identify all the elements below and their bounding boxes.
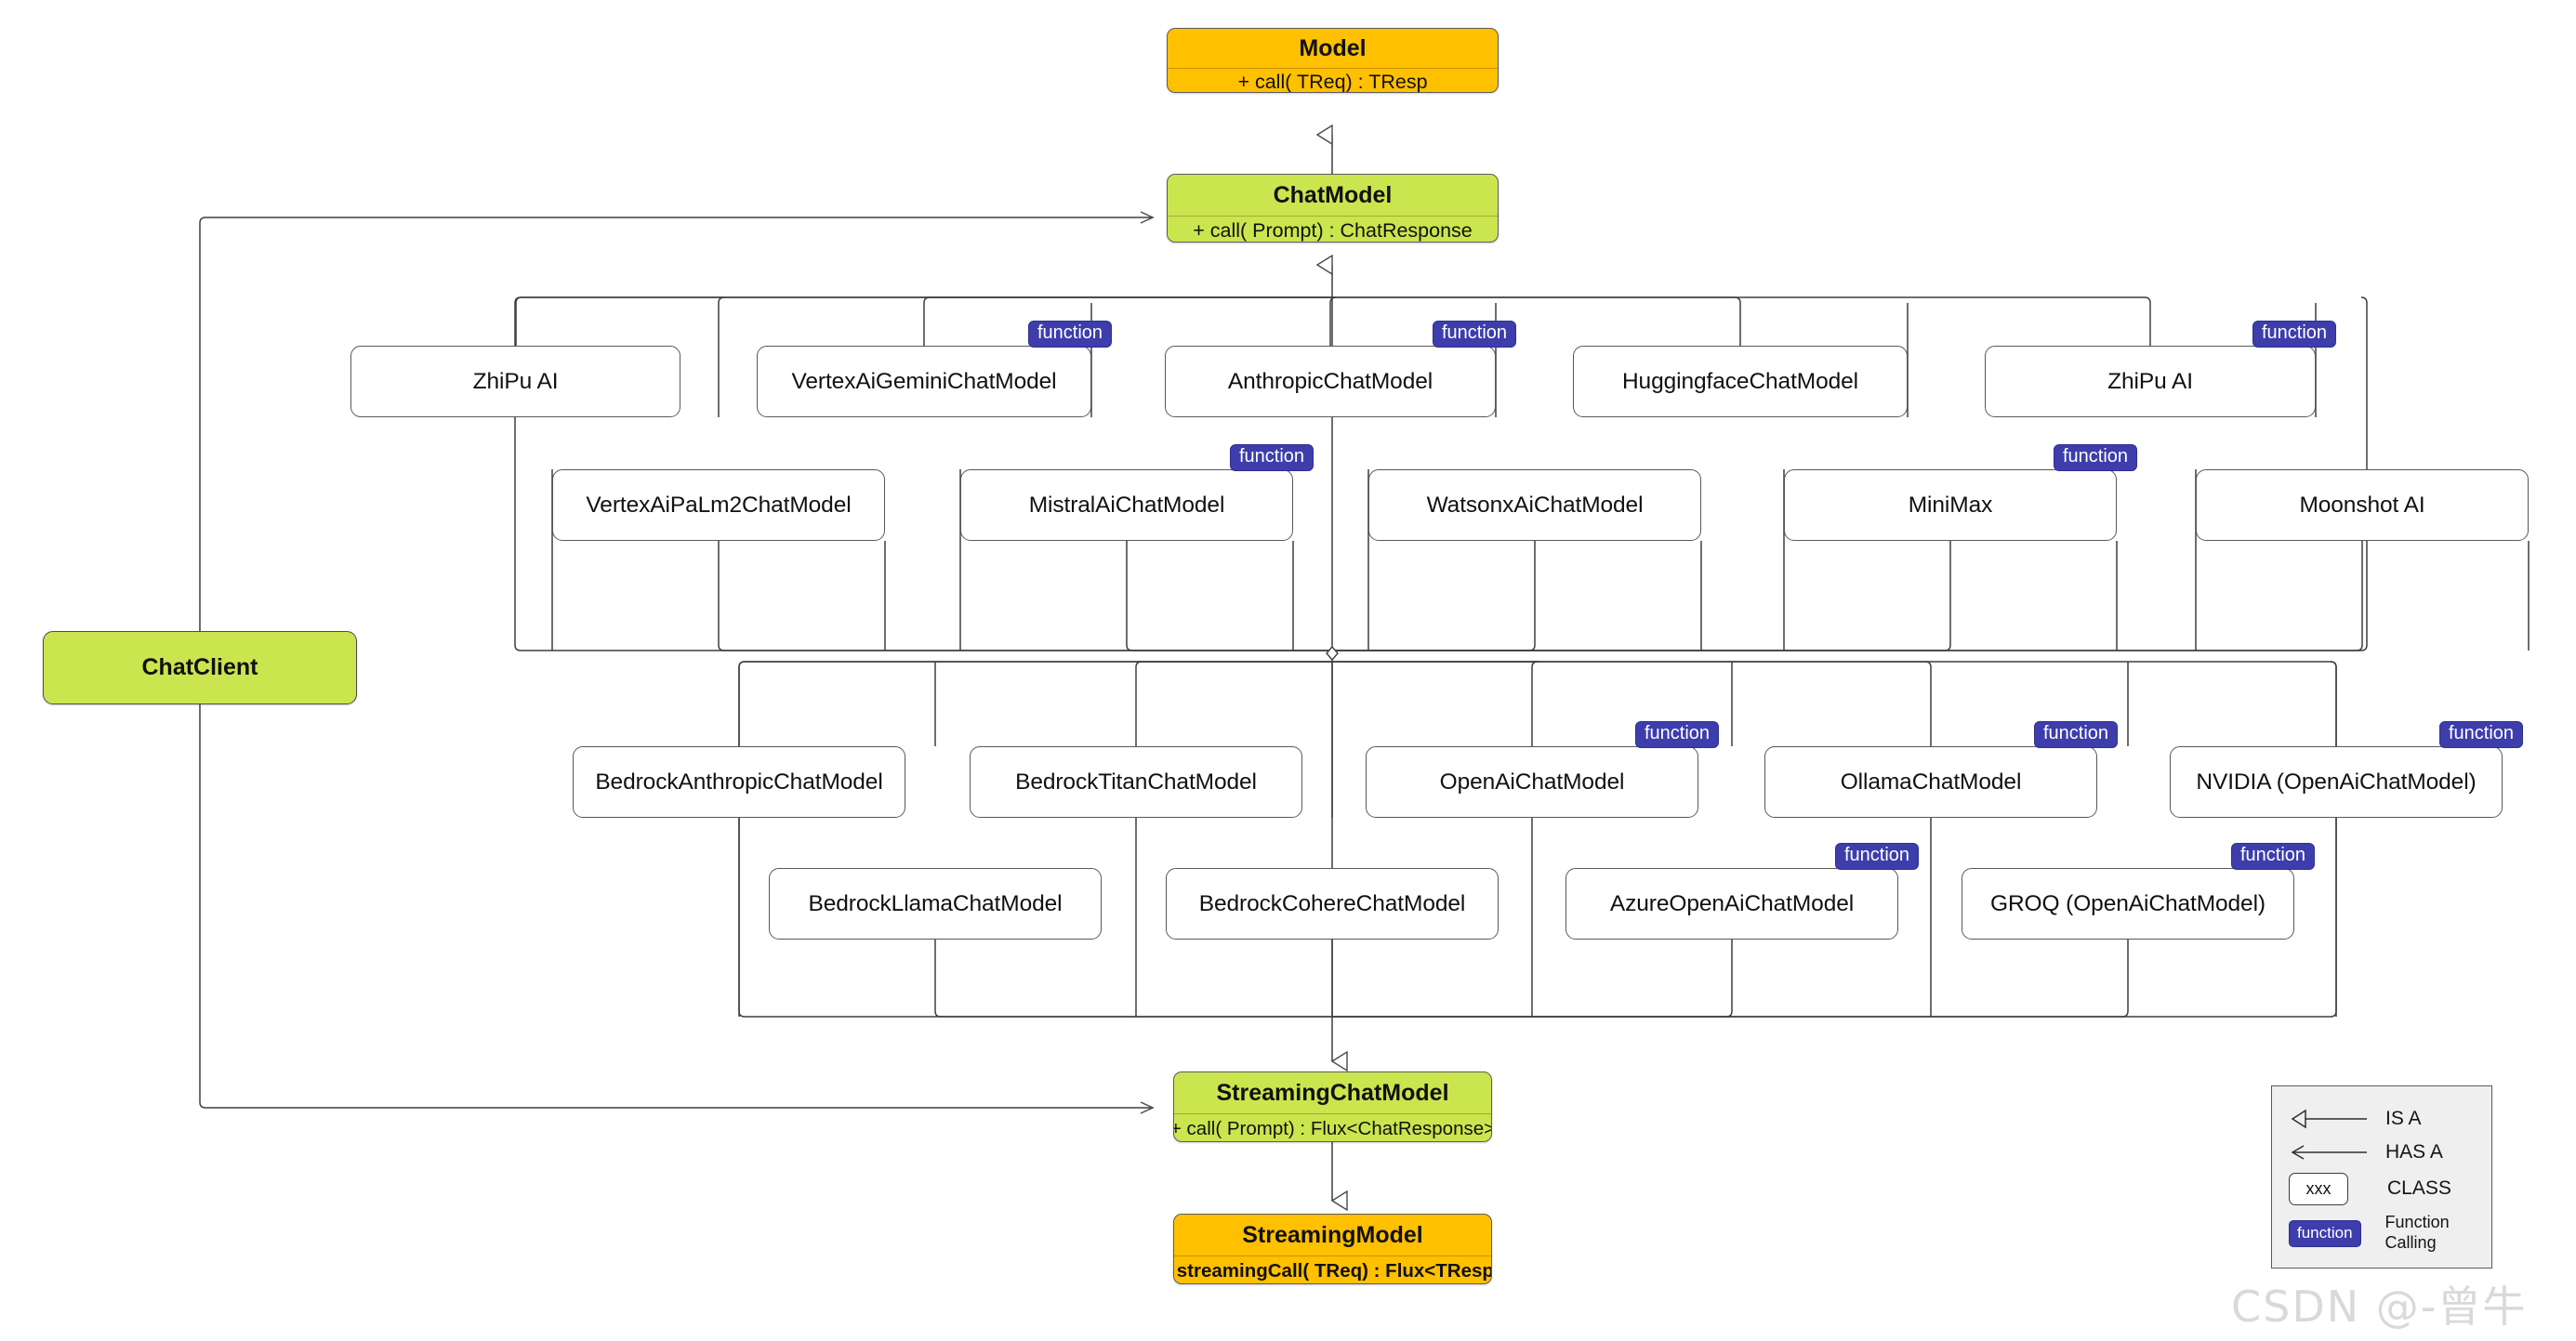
function-calling-badge: function	[2054, 444, 2138, 471]
function-calling-badge: function	[2439, 721, 2524, 748]
impl-node-chatmodel-1[interactable]: VertexAiGeminiChatModel	[757, 346, 1091, 417]
impl-node-label: Moonshot AI	[2299, 492, 2425, 518]
function-calling-badge: function	[1635, 721, 1720, 748]
csdn-watermark: CSDN @-曾牛	[2231, 1282, 2528, 1332]
impl-node-label: HuggingfaceChatModel	[1621, 368, 1859, 394]
function-calling-badge: function	[2252, 321, 2337, 348]
impl-node-label: WatsonxAiChatModel	[1426, 492, 1644, 518]
impl-node-chatmodel-6[interactable]: MistralAiChatModel	[960, 469, 1293, 541]
legend-row-function: function Function Calling	[2289, 1213, 2490, 1252]
impl-node-label: MiniMax	[1908, 492, 1993, 518]
connector-junction	[1326, 645, 1339, 662]
legend-panel: IS A HAS A xxx CLASS function Function C…	[2271, 1085, 2492, 1269]
uml-class-streamingmodel[interactable]: StreamingModel + streamingCall( TReq) : …	[1173, 1214, 1492, 1284]
model-title: Model	[1299, 34, 1367, 61]
impl-node-label: BedrockCohereChatModel	[1198, 890, 1466, 916]
chatclient-label: ChatClient	[141, 654, 258, 680]
impl-node-streamingchatmodel-6[interactable]: BedrockCohereChatModel	[1166, 868, 1499, 940]
impl-node-chatmodel-3[interactable]: HuggingfaceChatModel	[1573, 346, 1908, 417]
impl-node-label: MistralAiChatModel	[1028, 492, 1225, 518]
impl-node-streamingchatmodel-0[interactable]: BedrockAnthropicChatModel	[573, 746, 905, 818]
impl-node-label: ZhiPu AI	[2107, 368, 2193, 394]
impl-node-streamingchatmodel-8[interactable]: GROQ (OpenAiChatModel)	[1962, 868, 2294, 940]
uml-class-chatmodel[interactable]: ChatModel + call( Prompt) : ChatResponse	[1167, 174, 1499, 243]
model-method: + call( TReq) : TResp	[1168, 68, 1498, 92]
impl-node-label: AnthropicChatModel	[1227, 368, 1433, 394]
legend-class-sample-label: xxx	[2305, 1178, 2332, 1198]
uml-class-model[interactable]: Model + call( TReq) : TResp	[1167, 28, 1499, 93]
uml-class-streamingchatmodel[interactable]: StreamingChatModel + call( Prompt) : Flu…	[1173, 1071, 1492, 1142]
impl-node-streamingchatmodel-4[interactable]: NVIDIA (OpenAiChatModel)	[2170, 746, 2503, 818]
legend-has-a-label: HAS A	[2385, 1141, 2443, 1163]
legend-function-badge: function	[2289, 1219, 2361, 1247]
impl-node-chatmodel-4[interactable]: ZhiPu AI	[1985, 346, 2316, 417]
function-calling-badge: function	[2034, 721, 2119, 748]
impl-node-chatmodel-5[interactable]: VertexAiPaLm2ChatModel	[552, 469, 885, 541]
impl-node-streamingchatmodel-5[interactable]: BedrockLlamaChatModel	[769, 868, 1102, 940]
impl-node-chatmodel-7[interactable]: WatsonxAiChatModel	[1368, 469, 1701, 541]
impl-node-label: ZhiPu AI	[472, 368, 559, 394]
impl-node-label: OllamaChatModel	[1840, 769, 2022, 795]
impl-node-chatmodel-8[interactable]: MiniMax	[1784, 469, 2117, 541]
function-calling-badge: function	[1835, 843, 1920, 870]
impl-node-label: BedrockAnthropicChatModel	[595, 769, 883, 795]
streamingmodel-method: + streamingCall( TReq) : Flux<TResp>	[1174, 1256, 1491, 1283]
impl-node-streamingchatmodel-2[interactable]: OpenAiChatModel	[1366, 746, 1698, 818]
chatmodel-title: ChatModel	[1273, 181, 1393, 208]
legend-row-is-a: IS A	[2289, 1105, 2475, 1133]
impl-node-chatmodel-0[interactable]: ZhiPu AI	[350, 346, 680, 417]
chatmodel-method: + call( Prompt) : ChatResponse	[1168, 216, 1498, 242]
uml-class-chatclient[interactable]: ChatClient	[43, 631, 357, 704]
streamingchatmodel-title: StreamingChatModel	[1216, 1079, 1449, 1106]
impl-node-label: GROQ (OpenAiChatModel)	[1990, 890, 2266, 916]
legend-row-has-a: HAS A	[2289, 1138, 2475, 1166]
impl-node-label: OpenAiChatModel	[1439, 769, 1625, 795]
function-calling-badge: function	[1028, 321, 1113, 348]
impl-node-label: BedrockTitanChatModel	[1015, 769, 1257, 795]
legend-is-a-label: IS A	[2385, 1108, 2422, 1129]
impl-node-chatmodel-2[interactable]: AnthropicChatModel	[1165, 346, 1496, 417]
impl-node-label: VertexAiGeminiChatModel	[791, 368, 1057, 394]
legend-row-class: xxx CLASS	[2289, 1172, 2484, 1205]
impl-node-label: BedrockLlamaChatModel	[808, 890, 1063, 916]
legend-class-label: CLASS	[2387, 1177, 2451, 1199]
impl-node-streamingchatmodel-7[interactable]: AzureOpenAiChatModel	[1565, 868, 1898, 940]
impl-node-label: NVIDIA (OpenAiChatModel)	[2196, 769, 2477, 795]
has-a-arrow-icon	[2291, 1145, 2367, 1160]
legend-function-label: Function Calling	[2384, 1213, 2450, 1252]
streamingmodel-title: StreamingModel	[1242, 1221, 1423, 1248]
function-calling-badge: function	[1433, 321, 1517, 348]
impl-node-chatmodel-9[interactable]: Moonshot AI	[2196, 469, 2529, 541]
function-calling-badge: function	[1230, 444, 1314, 471]
impl-node-streamingchatmodel-1[interactable]: BedrockTitanChatModel	[970, 746, 1302, 818]
is-a-arrow-icon	[2291, 1109, 2367, 1129]
impl-node-streamingchatmodel-3[interactable]: OllamaChatModel	[1764, 746, 2097, 818]
legend-class-sample-box: xxx	[2289, 1172, 2348, 1205]
function-calling-badge: function	[2231, 843, 2316, 870]
impl-node-label: VertexAiPaLm2ChatModel	[586, 492, 852, 518]
impl-node-label: AzureOpenAiChatModel	[1609, 890, 1855, 916]
streamingchatmodel-method: + call( Prompt) : Flux<ChatResponse>	[1174, 1113, 1491, 1141]
